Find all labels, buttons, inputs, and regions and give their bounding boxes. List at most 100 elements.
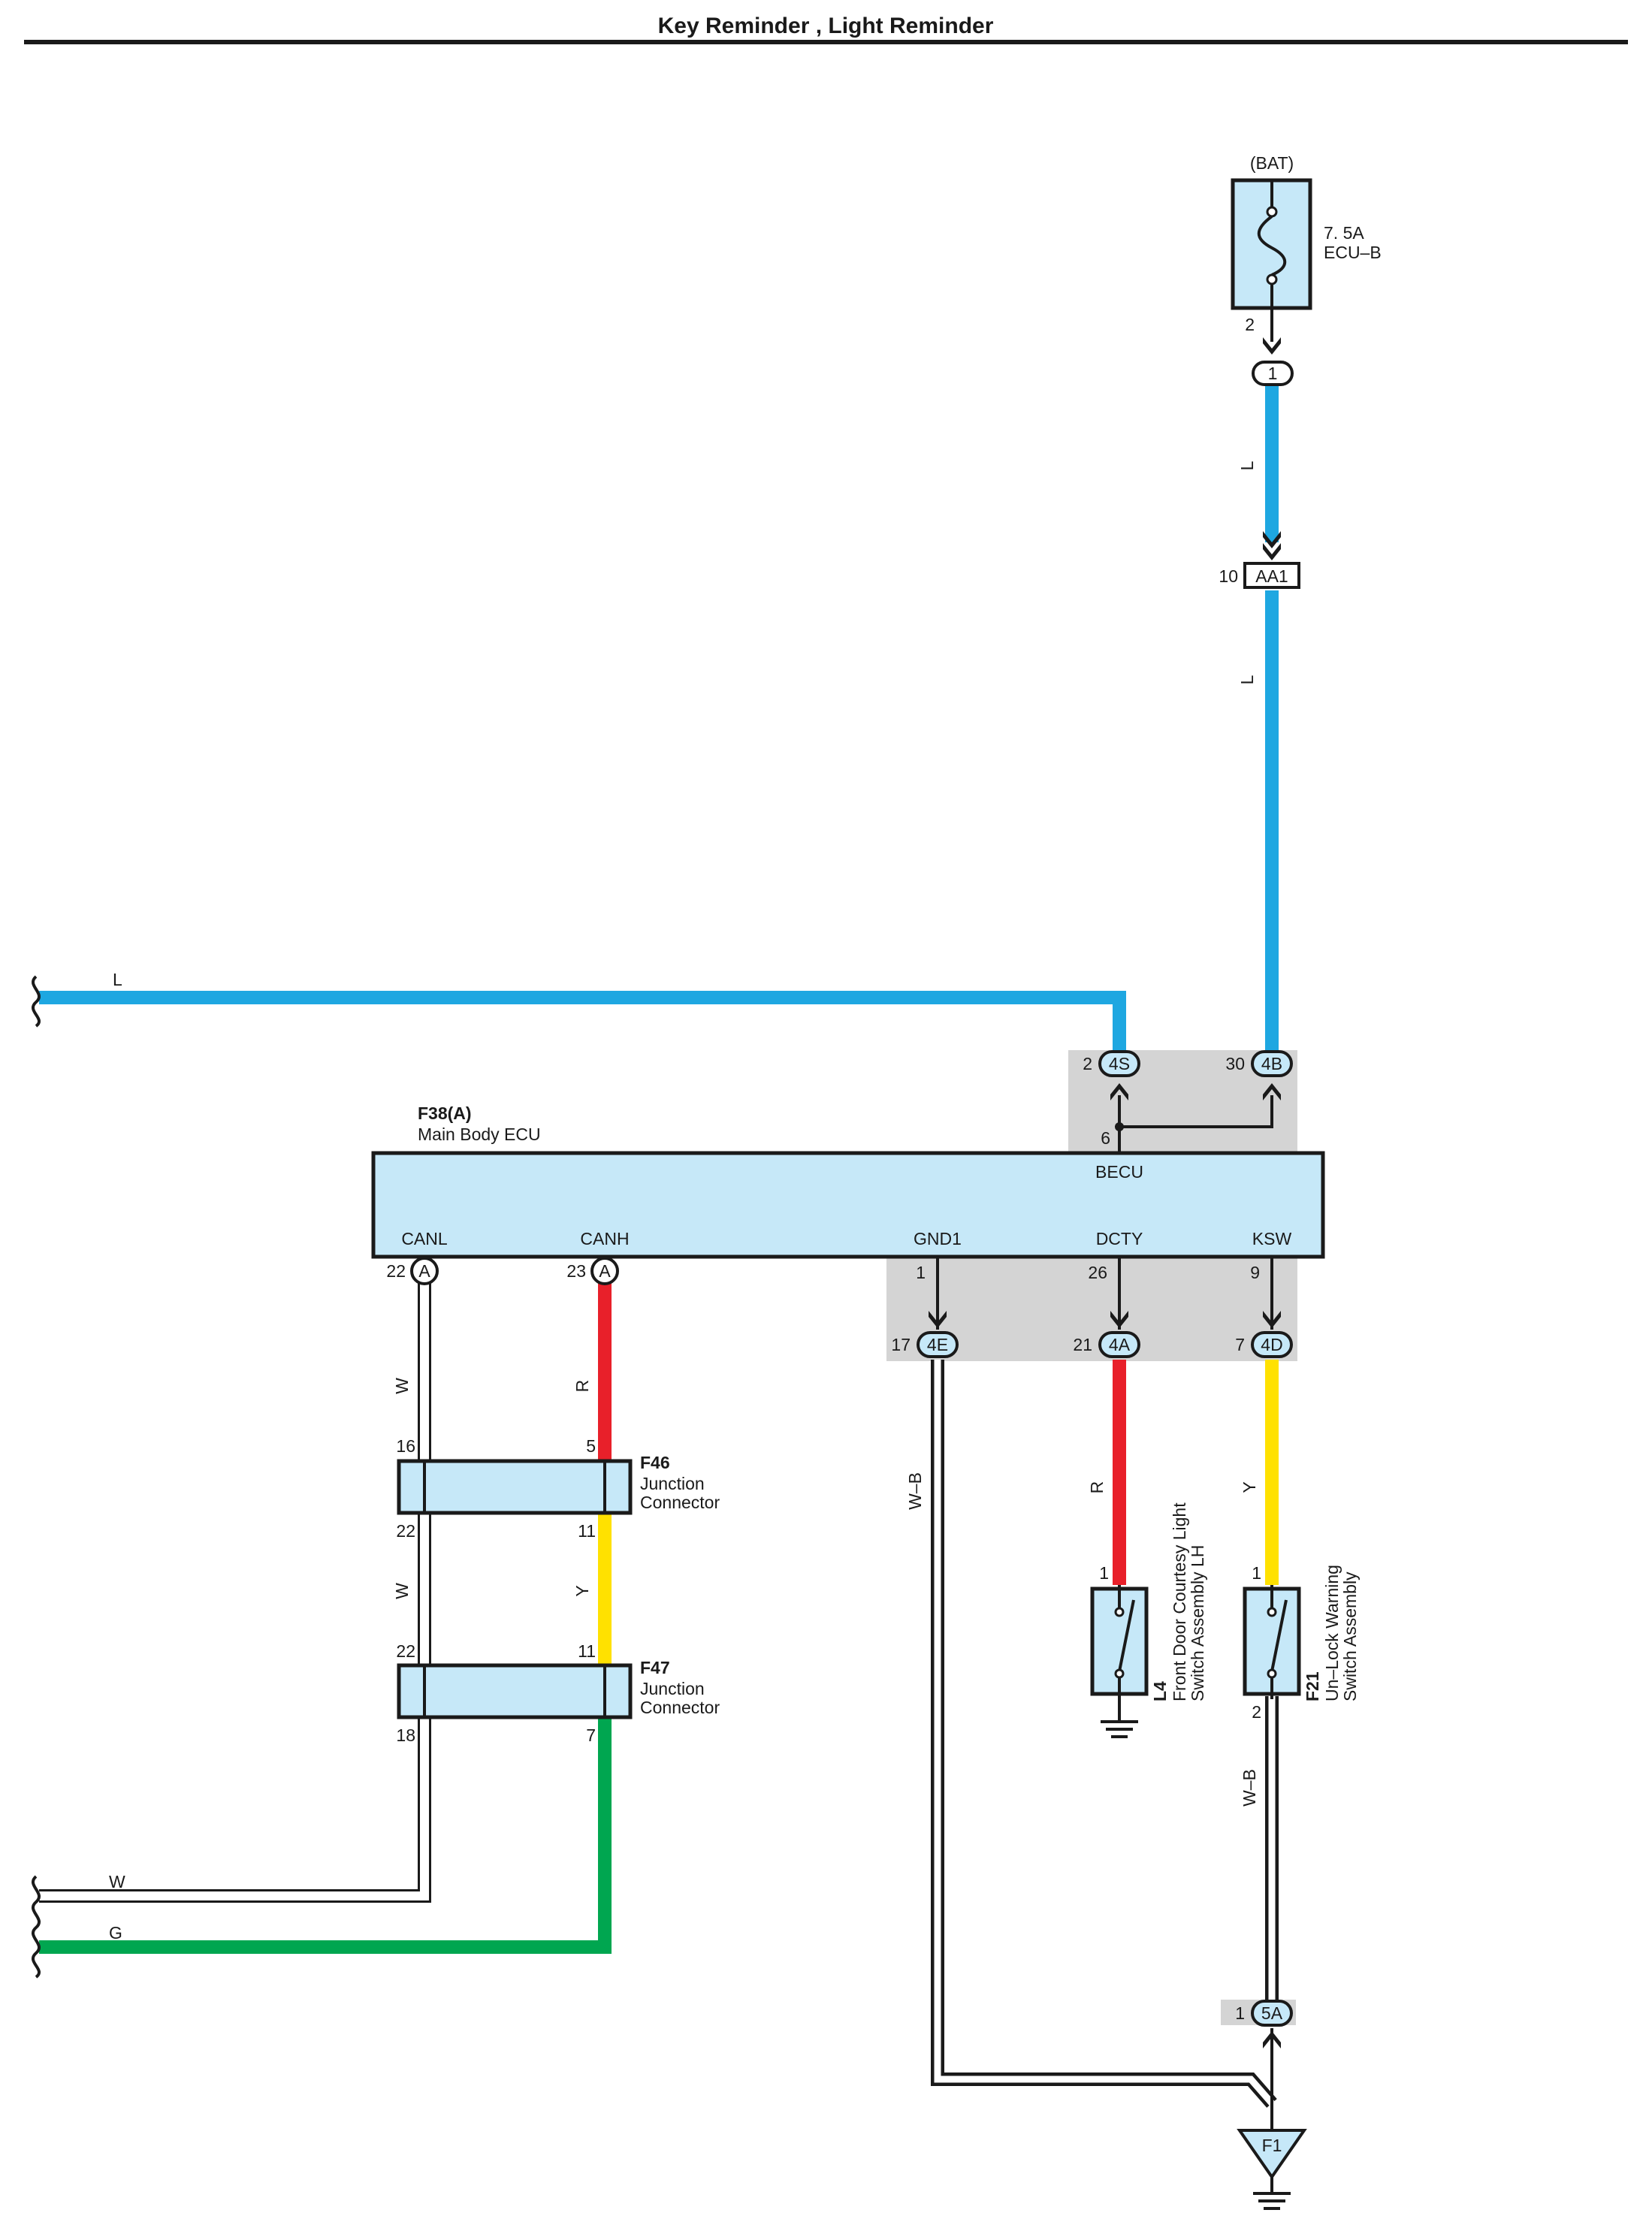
f47-line1: Junction bbox=[640, 1679, 705, 1698]
f21-line1: Un–Lock Warning bbox=[1322, 1565, 1342, 1701]
fuse-name: ECU–B bbox=[1324, 243, 1382, 262]
f46-pin-br: 11 bbox=[578, 1521, 596, 1541]
gnd1-pin-number: 1 bbox=[916, 1263, 926, 1282]
wire-label-l-top: L bbox=[1237, 460, 1257, 470]
break-mark-l bbox=[32, 975, 41, 1028]
connector-4e bbox=[917, 1331, 959, 1358]
wire-label-y-ksw: Y bbox=[1240, 1481, 1259, 1493]
fuse-element bbox=[1257, 215, 1287, 276]
wire-label-l-mid: L bbox=[1237, 675, 1257, 684]
wire-wb-gnd-outline bbox=[931, 1360, 1277, 2108]
wire-label-r-dcty: R bbox=[1087, 1481, 1107, 1494]
wire-w-canl-outline bbox=[39, 1279, 431, 1903]
junction-connector-f46 bbox=[397, 1459, 633, 1515]
ecu-pin-gnd1: GND1 bbox=[914, 1229, 962, 1248]
break-mark-wg bbox=[32, 1875, 41, 1979]
connector-canh-label: A bbox=[599, 1261, 611, 1281]
f21-pin-bottom: 2 bbox=[1252, 1702, 1261, 1722]
connector-canl-label: A bbox=[418, 1261, 430, 1281]
title-rule bbox=[24, 40, 1628, 44]
wire-label-w-left: W bbox=[109, 1872, 125, 1891]
ground-point-label: F1 bbox=[1262, 2136, 1282, 2155]
f47-code: F47 bbox=[640, 1658, 670, 1677]
f46-pin-tr: 5 bbox=[586, 1436, 596, 1456]
wire-wb-gnd bbox=[934, 1360, 1275, 2106]
l4-line2: Switch Assembly LH bbox=[1188, 1545, 1207, 1701]
l4-pin: 1 bbox=[1099, 1563, 1109, 1583]
ecu-code: F38(A) bbox=[418, 1103, 472, 1123]
ground-icon bbox=[1253, 2192, 1291, 2210]
wire-g-canh bbox=[39, 1717, 612, 1954]
connector-canh-pin: 23 bbox=[566, 1261, 586, 1281]
diagram-title: Key Reminder , Light Reminder bbox=[658, 14, 994, 38]
f47-line2: Connector bbox=[640, 1698, 720, 1717]
fuse-terminal-top bbox=[1266, 206, 1278, 218]
connector-4s bbox=[1098, 1050, 1140, 1077]
connector-1 bbox=[1252, 361, 1294, 386]
ecu-pin-becu: BECU bbox=[1095, 1162, 1143, 1182]
ecu-pin-dcty: DCTY bbox=[1096, 1229, 1143, 1248]
wire-label-w2: W bbox=[392, 1583, 412, 1599]
connector-4b-pin: 30 bbox=[1225, 1054, 1245, 1073]
splice-point bbox=[1115, 1122, 1124, 1131]
wire-l-left-to-4s bbox=[39, 991, 1126, 1053]
f46-line1: Junction bbox=[640, 1474, 705, 1493]
wire-label-wb-gnd: W–B bbox=[905, 1472, 925, 1510]
f46-code: F46 bbox=[640, 1453, 670, 1472]
connector-4a-label: 4A bbox=[1109, 1335, 1131, 1354]
connector-4d-pin: 7 bbox=[1235, 1335, 1245, 1354]
f21-line2: Switch Assembly bbox=[1340, 1571, 1360, 1701]
f46-pin-tl: 16 bbox=[396, 1436, 415, 1456]
f47-pin-br: 7 bbox=[586, 1725, 596, 1745]
f21-contact-bottom bbox=[1267, 1668, 1277, 1679]
l4-contact-top bbox=[1114, 1607, 1125, 1617]
f21-contact-top bbox=[1267, 1607, 1277, 1617]
junction-connector-f47 bbox=[397, 1663, 633, 1719]
wire-label-r-canh: R bbox=[572, 1380, 592, 1393]
ecu-pin-canl: CANL bbox=[401, 1229, 448, 1248]
connector-5a-pin: 1 bbox=[1235, 2003, 1245, 2023]
wire-label-wb-f21: W–B bbox=[1240, 1769, 1259, 1807]
l4-code: L4 bbox=[1150, 1681, 1170, 1701]
l4-contact-bottom bbox=[1114, 1668, 1125, 1679]
ecu-name: Main Body ECU bbox=[418, 1125, 541, 1144]
wire-label-l-left: L bbox=[113, 970, 122, 989]
ground-point-f1 bbox=[1237, 2129, 1307, 2180]
connector-4b bbox=[1251, 1050, 1293, 1077]
f46-line2: Connector bbox=[640, 1493, 720, 1512]
wire-label-w1: W bbox=[392, 1378, 412, 1394]
connector-4d bbox=[1251, 1331, 1293, 1358]
connector-aa1-label: AA1 bbox=[1255, 566, 1288, 586]
connector-4e-label: 4E bbox=[927, 1335, 948, 1354]
becu-pin-number: 6 bbox=[1101, 1128, 1110, 1148]
fuse-source: (BAT) bbox=[1250, 153, 1294, 173]
wire-becu-bridge bbox=[1118, 1095, 1273, 1128]
connector-4b-label: 4B bbox=[1261, 1054, 1282, 1073]
l4-ground-icon bbox=[1101, 1720, 1138, 1738]
l4-line1: Front Door Courtesy Light bbox=[1170, 1502, 1189, 1701]
connector-4a-pin: 21 bbox=[1073, 1335, 1092, 1354]
f47-pin-tr: 11 bbox=[578, 1641, 596, 1661]
connector-1-label: 1 bbox=[1268, 364, 1278, 383]
ecu-pin-canh: CANH bbox=[580, 1229, 629, 1248]
connector-canl-pin: 22 bbox=[386, 1261, 406, 1281]
connector-5a bbox=[1251, 2000, 1293, 2027]
l4-switch-blade bbox=[1118, 1599, 1135, 1672]
main-body-ecu bbox=[371, 1151, 1325, 1259]
fuse-pin: 2 bbox=[1245, 315, 1255, 334]
f47-pin-bl: 18 bbox=[396, 1725, 415, 1745]
f21-pin-top: 1 bbox=[1252, 1563, 1261, 1583]
wire-label-y-canh: Y bbox=[572, 1585, 592, 1596]
connector-aa1 bbox=[1243, 562, 1300, 589]
connector-4s-label: 4S bbox=[1109, 1054, 1130, 1073]
f47-pin-tl: 22 bbox=[396, 1641, 415, 1661]
connector-aa1-pin: 10 bbox=[1219, 566, 1238, 586]
connector-4e-pin: 17 bbox=[891, 1335, 911, 1354]
f21-switch-blade bbox=[1270, 1599, 1288, 1672]
dcty-pin-number: 26 bbox=[1088, 1263, 1107, 1282]
connector-canl bbox=[410, 1257, 439, 1285]
ksw-pin-number: 9 bbox=[1250, 1263, 1260, 1282]
fuse-terminal-bottom bbox=[1266, 273, 1278, 285]
connector-canh bbox=[590, 1257, 619, 1285]
